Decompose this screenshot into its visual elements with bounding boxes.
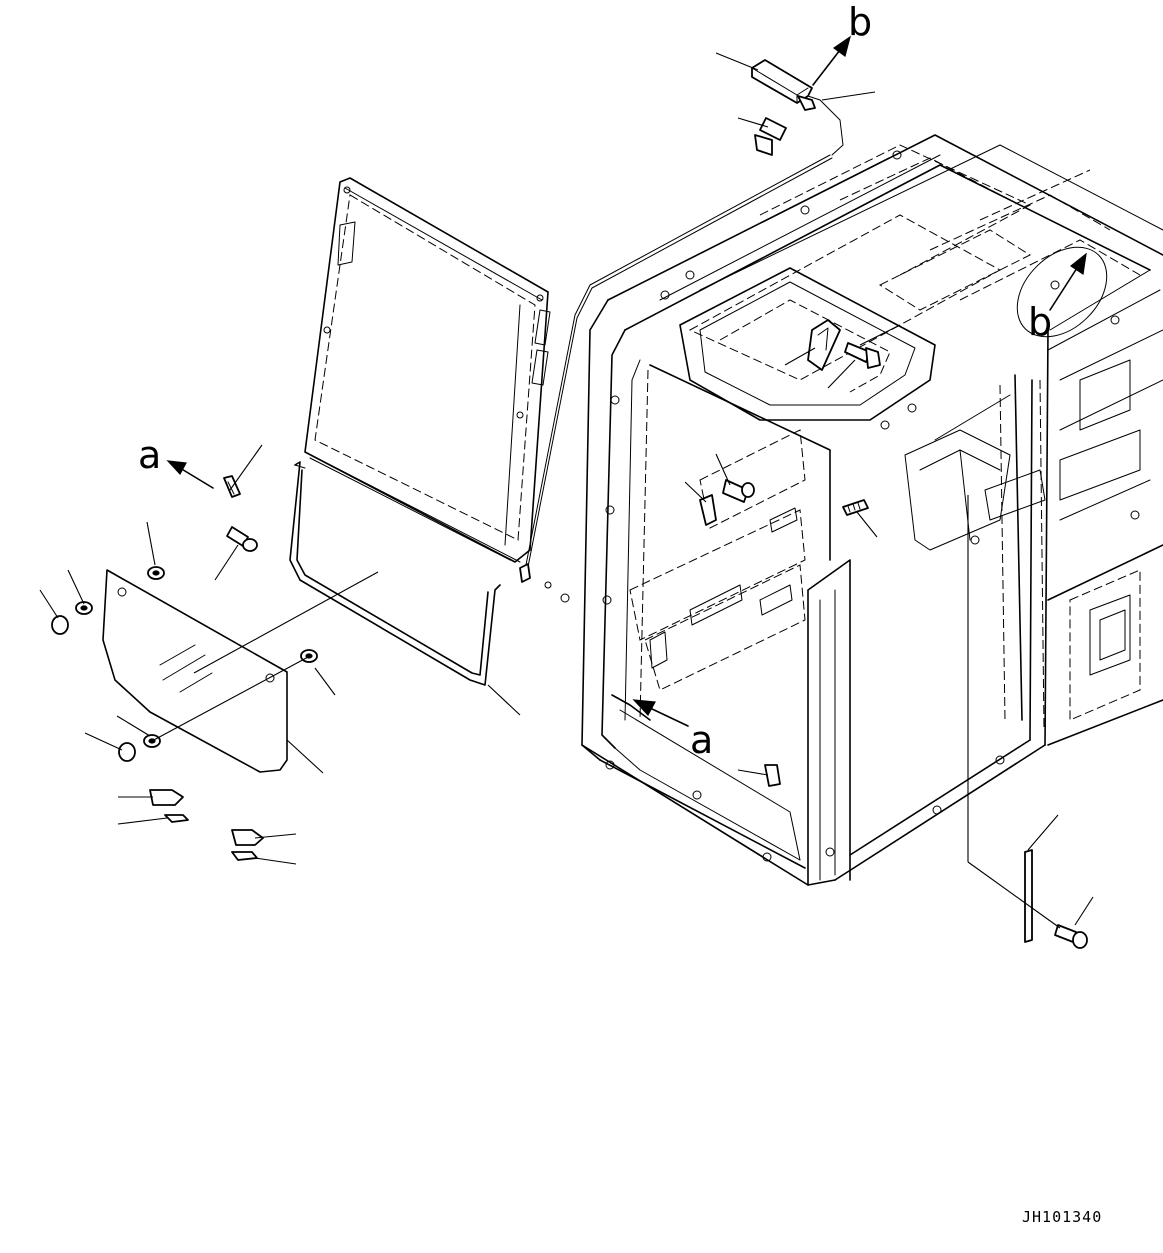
cable [519, 94, 844, 583]
screen-panel [304, 177, 551, 563]
view-label-b-cab: b [1028, 300, 1052, 344]
view-label-a-left: a [138, 433, 161, 477]
lower-glass-panel [102, 569, 288, 773]
drawing-code: JH101340 [1022, 1208, 1102, 1226]
leader-lines [39, 52, 1094, 929]
view-labels: a a b b [138, 0, 1052, 762]
cab-frame [581, 134, 1163, 886]
hardware-parts [51, 59, 1088, 949]
view-arrows [166, 35, 1108, 727]
view-label-a-cab: a [690, 718, 713, 762]
window-seal [289, 461, 501, 686]
view-label-b-top: b [848, 0, 872, 44]
